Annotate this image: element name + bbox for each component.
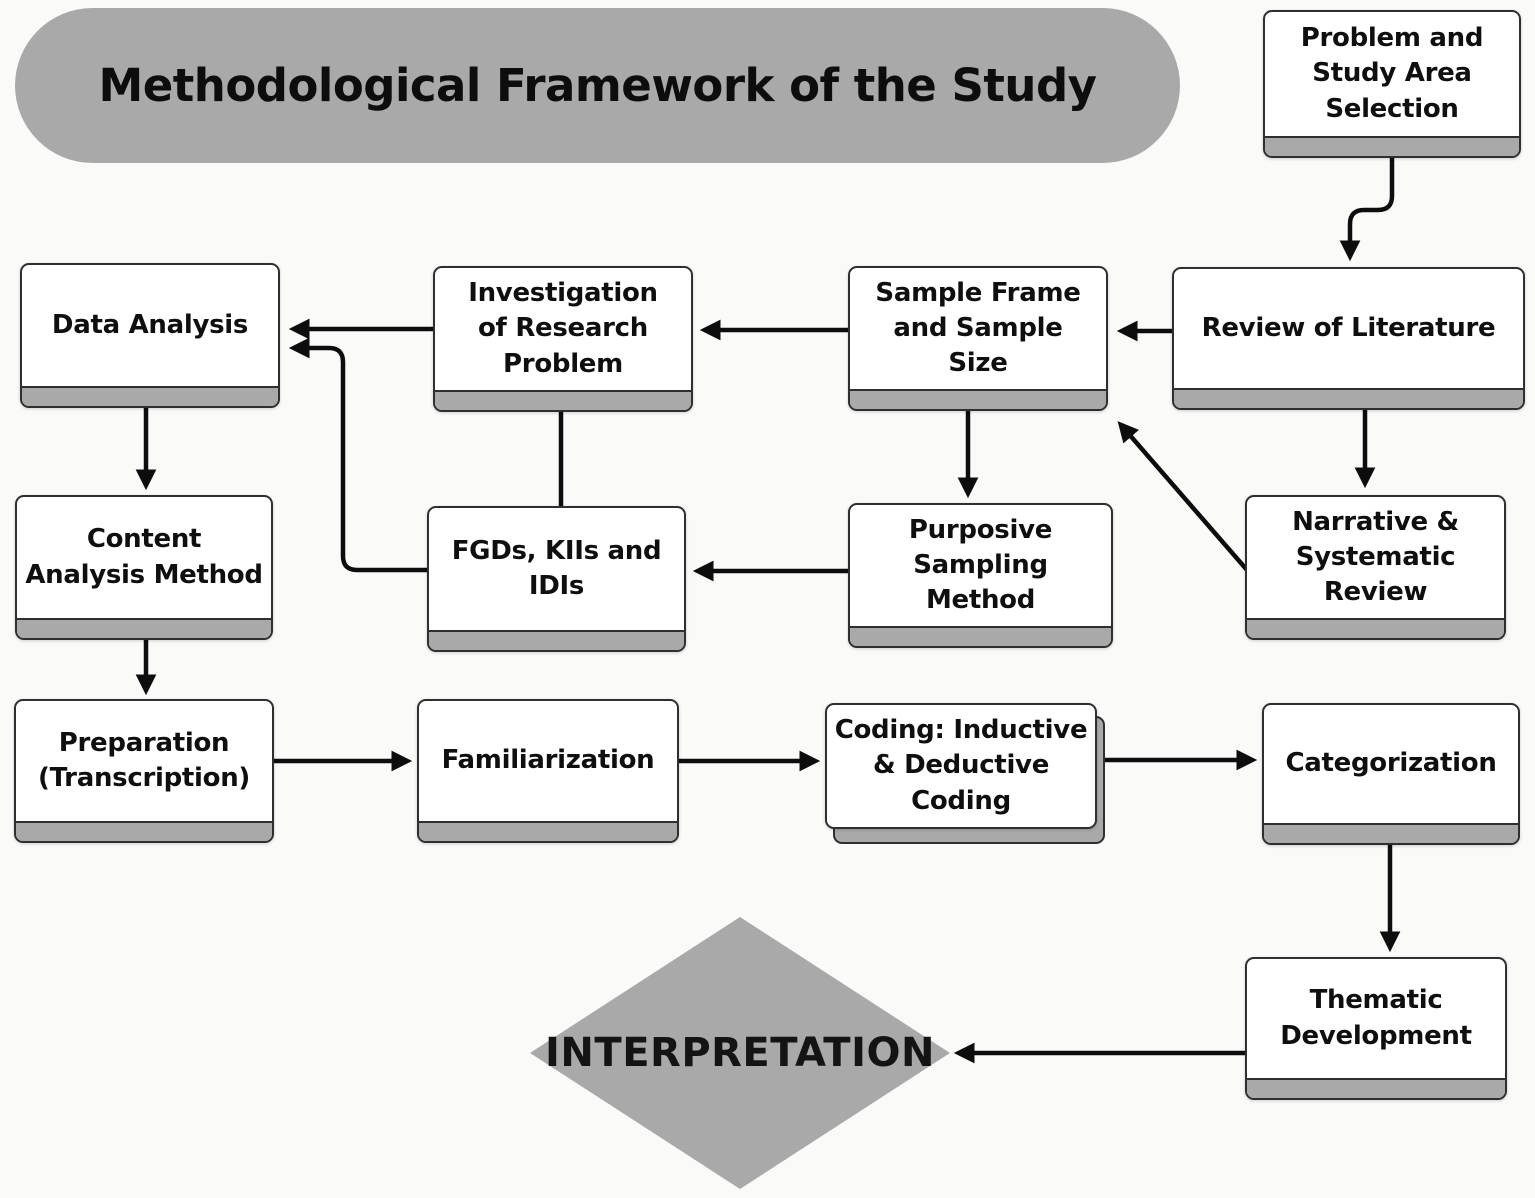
- node-data-analysis-strip: [22, 386, 278, 406]
- edge-fgds-data: [288, 337, 427, 573]
- node-content-strip: [17, 618, 271, 638]
- edge-narrative-sample: [1117, 421, 1249, 572]
- node-purposive-strip: [850, 626, 1111, 646]
- interpretation-diamond: [530, 917, 950, 1189]
- node-thematic-label: Thematic Development: [1280, 985, 1472, 1051]
- node-coding-inductive-deductive: Coding: Inductive & Deductive Coding: [825, 703, 1097, 829]
- node-content-analysis-method: Content Analysis Method: [15, 495, 273, 640]
- node-content-label: Content Analysis Method: [25, 524, 263, 590]
- node-purposive-sampling-method: Purposive Sampling Method: [848, 503, 1113, 648]
- node-data-analysis: Data Analysis: [20, 263, 280, 408]
- node-fgds-kiis-idis: FGDs, KIIs and IDIs: [427, 506, 686, 652]
- node-preparation-transcription: Preparation (Transcription): [14, 699, 274, 843]
- node-familiarization: Familiarization: [417, 699, 679, 843]
- node-categorization: Categorization: [1262, 703, 1520, 845]
- node-narrative-label: Narrative & Systematic Review: [1292, 506, 1459, 608]
- node-data-analysis-label: Data Analysis: [51, 309, 249, 340]
- node-familiarization-strip: [419, 821, 677, 841]
- node-narrative-strip: [1247, 618, 1504, 638]
- node-sample-strip: [850, 389, 1106, 409]
- node-preparation-label: Preparation (Transcription): [38, 727, 250, 793]
- node-fgds-label: FGDs, KIIs and IDIs: [451, 535, 662, 601]
- node-thematic-development: Thematic Development: [1245, 957, 1507, 1100]
- node-categorization-label: Categorization: [1285, 748, 1497, 779]
- node-review-of-literature: Review of Literature: [1172, 267, 1525, 410]
- node-investigation-strip: [435, 390, 691, 410]
- node-purposive-label: Purposive Sampling Method: [908, 514, 1053, 616]
- node-coding-label: Coding: Inductive & Deductive Coding: [834, 715, 1088, 816]
- node-preparation-strip: [16, 821, 272, 841]
- node-sample-frame-size: Sample Frame and Sample Size: [848, 266, 1108, 411]
- title-banner: Methodological Framework of the Study: [15, 8, 1180, 163]
- node-sample-label: Sample Frame and Sample Size: [875, 277, 1081, 379]
- node-review-label: Review of Literature: [1201, 312, 1496, 343]
- node-fgds-strip: [429, 630, 684, 650]
- node-review-strip: [1174, 388, 1523, 408]
- page-title: Methodological Framework of the Study: [98, 59, 1098, 112]
- node-thematic-strip: [1247, 1078, 1505, 1098]
- node-investigation-research-problem: Investigation of Research Problem: [433, 266, 693, 412]
- node-familiarization-label: Familiarization: [441, 745, 655, 776]
- node-problem-study-area-selection: Problem and Study Area Selection: [1263, 10, 1521, 158]
- node-narrative-systematic-review: Narrative & Systematic Review: [1245, 495, 1506, 640]
- node-investigation-label: Investigation of Research Problem: [468, 278, 658, 379]
- edge-problem-review: [1339, 158, 1395, 262]
- node-problem-strip: [1265, 136, 1519, 156]
- node-categorization-strip: [1264, 823, 1518, 843]
- node-problem-label: Problem and Study Area Selection: [1300, 23, 1484, 124]
